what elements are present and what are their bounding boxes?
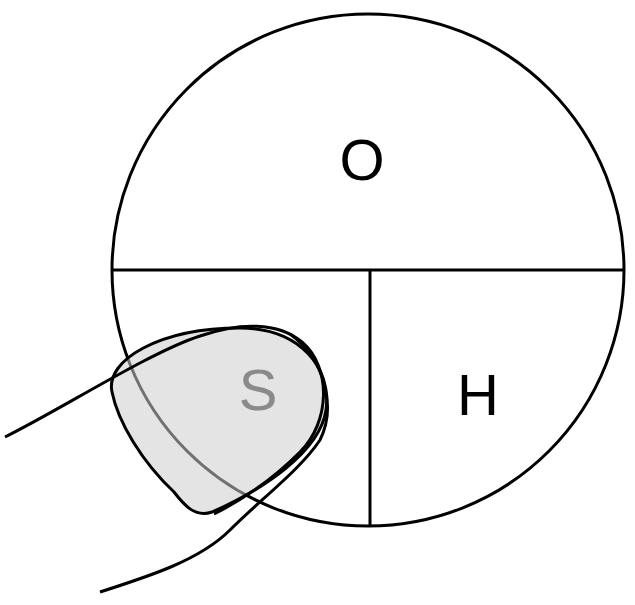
finger-outline bbox=[100, 334, 327, 592]
region-label: S bbox=[239, 361, 278, 419]
region-label: H bbox=[457, 366, 499, 424]
divider-line bbox=[112, 269, 624, 272]
divider-line bbox=[369, 270, 372, 526]
finger-pad bbox=[111, 328, 326, 514]
region-label: O bbox=[339, 131, 384, 189]
outer-circle bbox=[112, 14, 624, 526]
